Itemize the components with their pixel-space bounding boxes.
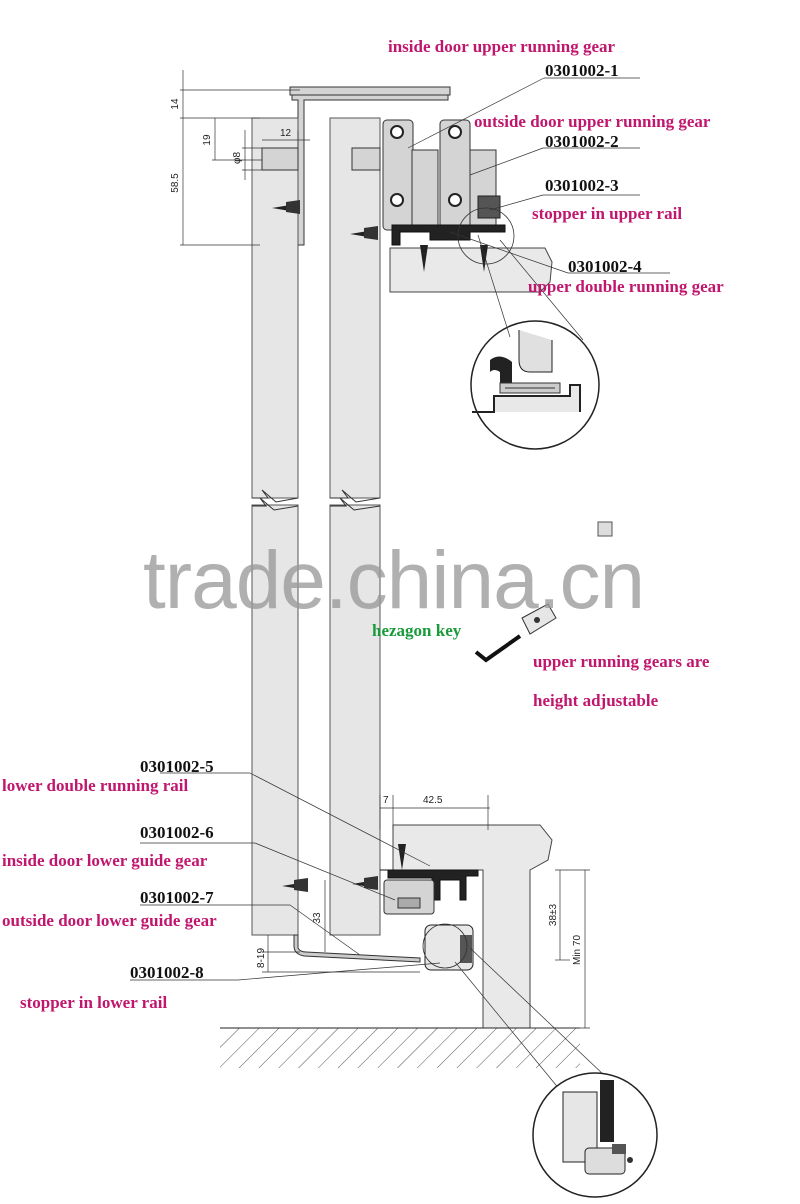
label-part8-name: stopper in lower rail (20, 993, 167, 1012)
dim-14: 14 (170, 98, 181, 110)
label-part7-name: outside door lower guide gear (2, 911, 217, 930)
screw-icon (272, 200, 300, 214)
label-part1-code: 0301002-1 (545, 61, 619, 80)
outside-door-panel-bottom (329, 504, 381, 936)
label-part1-name: inside door upper running gear (388, 37, 615, 56)
upper-leader-lines (407, 77, 670, 274)
outside-door-panel-top (329, 117, 381, 499)
label-part4-code: 0301002-4 (568, 257, 642, 276)
dim-38: 38±3 (548, 903, 559, 926)
header-beam (389, 247, 553, 293)
label-part4-name: upper double running gear (528, 277, 724, 296)
watermark-text: trade.china.cn (143, 535, 644, 626)
label-part3-name: stopper in upper rail (532, 204, 682, 223)
door-panels-middle (251, 489, 381, 936)
label-adjust-line2: height adjustable (533, 691, 659, 710)
label-part2-code: 0301002-2 (545, 132, 619, 151)
label-part5-name: lower double running rail (2, 776, 189, 795)
floor-hatch (220, 1028, 580, 1068)
label-part2-name: outside door upper running gear (474, 112, 711, 131)
upper-detail-magnifier (470, 320, 600, 450)
label-part6-code: 0301002-6 (140, 823, 214, 842)
screw-icon (352, 876, 378, 890)
upper-assembly (251, 86, 600, 499)
label-part6-name: inside door lower guide gear (2, 851, 208, 870)
lower-double-running-rail (380, 869, 479, 901)
label-part8-code: 0301002-8 (130, 963, 204, 982)
screw-icon (282, 878, 308, 892)
label-part7-code: 0301002-7 (140, 888, 214, 907)
part-labels: inside door upper running gear 0301002-1… (2, 37, 724, 1012)
dim-33: 33 (312, 912, 323, 924)
dim-19: 19 (202, 134, 213, 146)
inside-door-lower-guide-gear (383, 879, 435, 915)
upper-rail-top (289, 86, 451, 96)
guide-pin-2 (351, 147, 381, 171)
upper-double-rail (391, 224, 506, 246)
hexagon-key-icon (474, 521, 613, 663)
dim-12: 12 (280, 128, 292, 139)
label-part3-code: 0301002-3 (545, 176, 619, 195)
guide-pin (261, 147, 299, 171)
lower-detail-magnifier (532, 1072, 658, 1198)
lower-assembly: 7 42.5 38±3 Min 70 33 8-19 (130, 772, 658, 1198)
label-hex-key: hezagon key (372, 621, 462, 640)
floor-wall-block (392, 824, 553, 1029)
label-part5-code: 0301002-5 (140, 757, 214, 776)
inside-door-panel-top (251, 117, 299, 499)
upper-dimensions: 14 19 φ8 58.5 12 (170, 70, 310, 246)
inside-door-panel-bottom (251, 504, 299, 936)
screw-icon (350, 226, 378, 240)
dim-42-5: 42.5 (423, 795, 443, 806)
label-adjust-line1: upper running gears are (533, 652, 710, 671)
dim-min70: Min 70 (572, 935, 583, 965)
dim-phi8: φ8 (232, 152, 243, 164)
dim-7: 7 (383, 795, 389, 806)
dim-58-5: 58.5 (170, 173, 181, 193)
dim-8-19: 8-19 (256, 948, 267, 968)
